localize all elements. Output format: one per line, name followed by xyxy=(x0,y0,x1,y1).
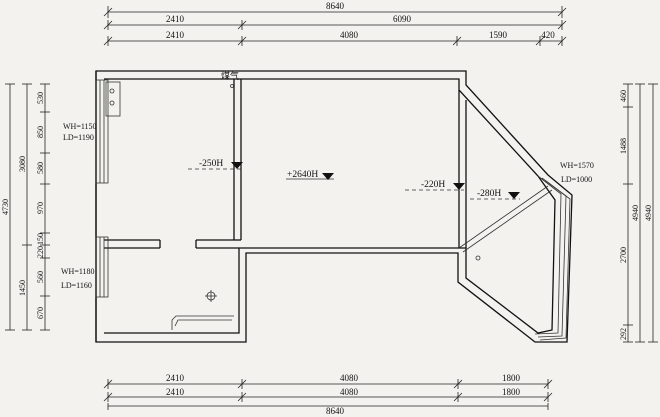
walls xyxy=(95,70,573,343)
dim-top-row3-a: 2410 xyxy=(166,30,185,40)
level-triangle-icon xyxy=(453,183,465,190)
dim-top-overall: 8640 xyxy=(326,1,345,11)
level-marker-bay: -280H xyxy=(470,189,520,200)
dim-right-inner-1: 460 xyxy=(619,90,628,102)
dim-bottom-row2-c: 1800 xyxy=(502,387,521,397)
level-triangle-icon xyxy=(508,192,520,199)
dim-right-inner-2: 1488 xyxy=(619,138,628,154)
dim-right-inner-4: 292 xyxy=(619,328,628,340)
window-left-lower xyxy=(95,236,109,298)
dim-left-row-5: 150 xyxy=(36,233,45,245)
left-dimension-lines xyxy=(5,83,50,331)
dim-left-row-4: 970 xyxy=(36,202,45,214)
level-triangle-icon xyxy=(322,173,334,180)
dim-left-overall: 4730 xyxy=(1,199,10,215)
dim-bottom-row2-b: 4080 xyxy=(340,387,359,397)
dim-bottom-row2-a: 2410 xyxy=(166,387,185,397)
level-bay: -280H xyxy=(477,189,501,199)
dim-right-total-b: 4940 xyxy=(644,205,653,221)
dim-right-inner-3: 2700 xyxy=(619,247,628,263)
dim-right-total-a: 4940 xyxy=(631,205,640,221)
dim-top-row3-c: 1590 xyxy=(489,30,508,40)
dim-top-row3-d: 420 xyxy=(541,30,555,40)
window-left-upper xyxy=(95,79,121,184)
right-dimension-lines xyxy=(623,83,658,343)
dim-top-row2-b: 6090 xyxy=(393,14,412,24)
dim-left-group1: 3080 xyxy=(18,156,27,172)
dim-left-row-7: 560 xyxy=(36,271,45,283)
dim-bottom-overall: 8640 xyxy=(326,406,345,416)
gas-pipe-icon xyxy=(230,84,234,88)
window-1-ld: LD=1190 xyxy=(63,133,94,142)
level-kitchen: -250H xyxy=(199,159,223,169)
dim-left-row-6: 220 xyxy=(36,246,45,258)
level-corridor: -220H xyxy=(421,180,445,190)
level-triangle-icon xyxy=(231,162,243,169)
level-marker-kitchen: -250H xyxy=(188,159,243,170)
dim-left-row-2: 850 xyxy=(36,126,45,138)
dim-left-row-3: 580 xyxy=(36,162,45,174)
level-living: +2640H xyxy=(287,170,318,180)
dim-top-row2-a: 2410 xyxy=(166,14,185,24)
window-2-ld: LD=1160 xyxy=(61,281,92,290)
window-1-wh: WH=1150 xyxy=(63,122,97,131)
dim-left-row-8: 670 xyxy=(36,307,45,319)
kitchen-fixtures xyxy=(171,290,234,330)
window-2-wh: WH=1180 xyxy=(61,267,95,276)
dim-bottom-row1-a: 2410 xyxy=(166,373,185,383)
dim-bottom-row1-c: 1800 xyxy=(502,373,521,383)
dim-left-group2: 1450 xyxy=(18,280,27,296)
dim-left-row-1: 530 xyxy=(36,92,45,104)
bay-window xyxy=(458,175,571,341)
bottom-dimension-lines xyxy=(103,379,553,410)
level-marker-living: +2640H xyxy=(286,170,334,180)
dim-bottom-row1-b: 4080 xyxy=(340,373,359,383)
window-3-ld: LD=1000 xyxy=(561,175,592,184)
gas-label: 煤气 xyxy=(221,70,239,81)
top-dimension-lines xyxy=(103,6,567,46)
window-3-wh: WH=1570 xyxy=(560,161,594,170)
level-marker-corridor: -220H xyxy=(405,180,465,191)
dim-top-row3-b: 4080 xyxy=(340,30,359,40)
